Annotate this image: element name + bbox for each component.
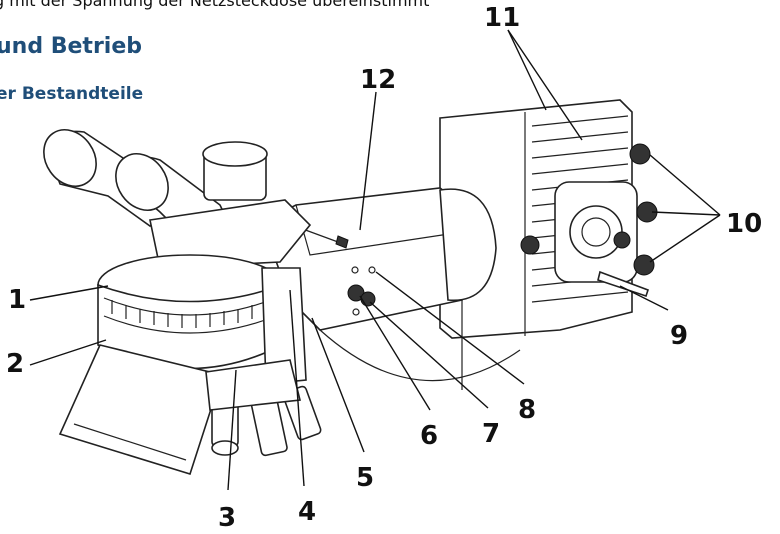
callout-6: 6 [420,421,438,451]
microscope-stand [58,254,322,475]
callout-8: 8 [518,395,536,425]
callout-2: 2 [6,349,24,379]
callout-9: 9 [670,321,688,351]
leader-lines [29,29,721,491]
callout-4: 4 [298,497,316,527]
trinocular-head [43,129,312,269]
adjust-knob-top-icon [629,143,651,165]
callout-numbers: 1 2 3 4 5 6 7 8 9 10 11 12 [6,3,762,533]
callout-11: 11 [484,3,520,33]
callout-12: 12 [360,65,396,95]
top-text-line: g mit der Spannung der Netzsteckdose übe… [0,0,430,10]
section-heading: und Betrieb [0,34,142,59]
callout-7: 7 [482,419,500,449]
adjust-knob-center-icon [613,231,631,249]
callout-10: 10 [726,209,762,239]
adjust-knob-bottom-icon [633,254,655,276]
callout-3: 3 [218,503,236,533]
callout-5: 5 [356,463,374,493]
section-subheading: er Bestandteile [0,84,144,104]
callout-1: 1 [8,285,26,315]
